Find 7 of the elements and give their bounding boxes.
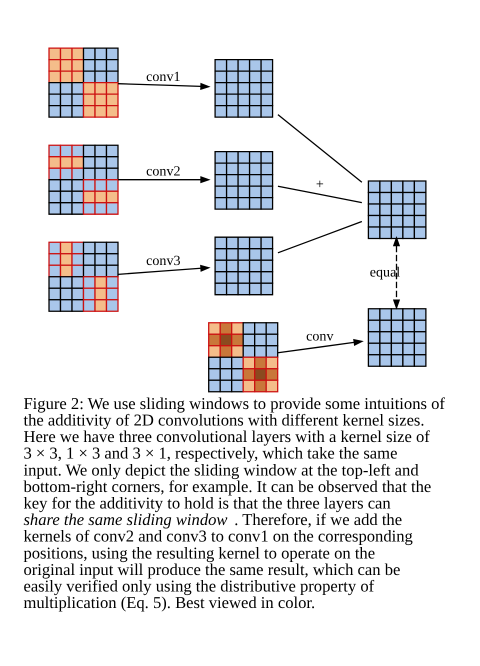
edge-label: conv1 <box>146 69 181 86</box>
edge-label: conv2 <box>146 164 181 180</box>
caption: Figure 2: We use sliding windows to provide some intuitions of the additivity of 2D convolutions with different kernel sizes. Here we have three convolutional layers with a kernel size of 3 × 3, 1 × 3 and 3 × 1, respectively, which take the same input. We only depict the sliding window at the top-left and bottom-right corners, for example. It can be observed that the key for the additivity to hold is that the three layers can share the same sliding window. Therefore, if we add the kernels of conv2 and conv3 to conv1 on the corresponding positions, using the resulting kernel to operate on the original input will produce the same result, which can be easily verified only using the distributive property of multiplication (Eq. 5). Best viewed in color. <box>23 394 445 612</box>
edge-label: conv <box>306 328 334 344</box>
edge-label: + <box>316 176 324 192</box>
edge-label: conv3 <box>146 253 181 270</box>
edge-label: equal <box>370 264 400 281</box>
